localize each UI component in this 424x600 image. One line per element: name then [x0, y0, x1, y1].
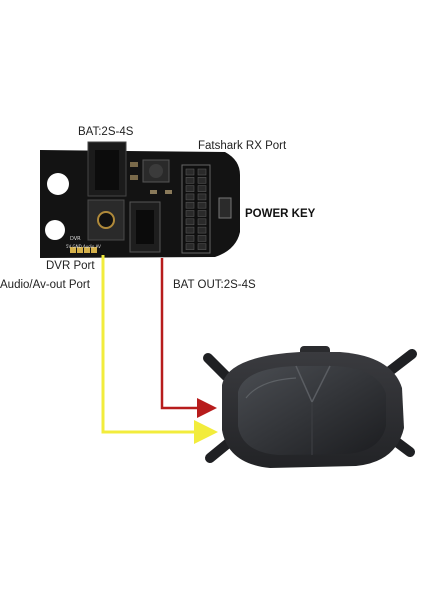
pin-socket [185, 177, 195, 184]
label-dvr-port: DVR Port [46, 260, 95, 272]
pin-socket [185, 201, 195, 209]
label-power-key: POWER KEY [245, 208, 316, 220]
pin-socket [185, 218, 195, 226]
pin-socket [185, 235, 195, 242]
pin-socket [185, 210, 195, 217]
pin-socket [197, 235, 207, 242]
board-print-dvr: DVR [70, 236, 81, 242]
pin-socket [185, 185, 195, 192]
label-audio-av-out-port: Audio/Av-out Port [0, 279, 90, 291]
pin-socket [197, 193, 207, 201]
pin-socket [197, 177, 207, 184]
pin-socket [197, 226, 207, 234]
board-print-pins: 5V GND Audio AV [66, 244, 101, 249]
wire-audio-av [101, 255, 218, 444]
wire-bat-out [160, 258, 217, 418]
label-bat-out: BAT OUT:2S-4S [173, 279, 256, 291]
pin-socket [197, 185, 207, 192]
pin-socket [185, 193, 195, 201]
label-bat-in: BAT:2S-4S [78, 126, 134, 138]
dvr-pins [70, 247, 97, 253]
pin-socket [185, 226, 195, 234]
pin-socket [185, 243, 195, 250]
fatshark-pin-header [181, 164, 211, 254]
pin-socket [197, 201, 207, 209]
adapter-board [40, 141, 240, 258]
label-fatshark-rx-port: Fatshark RX Port [198, 140, 287, 152]
mounting-hole-top [47, 173, 69, 195]
pin-socket [197, 243, 207, 250]
fpv-goggles [203, 346, 417, 468]
pin-socket [197, 218, 207, 226]
pin-socket [197, 210, 207, 217]
pin-socket [197, 168, 207, 176]
power-switch [218, 197, 232, 219]
pin-socket [185, 168, 195, 176]
mounting-hole-bottom [45, 220, 65, 240]
